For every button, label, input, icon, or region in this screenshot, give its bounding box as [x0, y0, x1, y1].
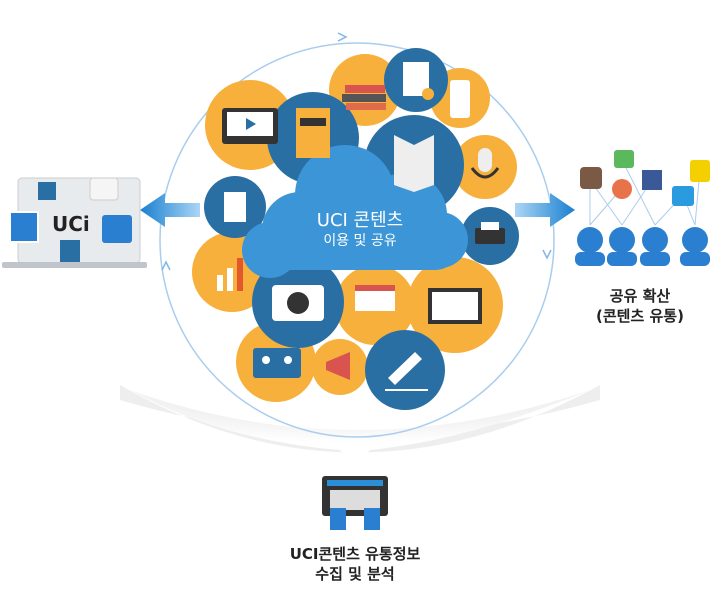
bottom-label: UCI콘텐츠 유통정보 수집 및 분석	[255, 544, 455, 584]
books-icon	[345, 85, 385, 93]
kakaotalk-icon	[690, 160, 710, 182]
arrow-right	[515, 193, 575, 227]
facebook-icon	[642, 170, 662, 190]
arrow-left	[140, 193, 200, 227]
ring-arrow-right	[542, 249, 552, 260]
microphone-icon	[478, 148, 492, 172]
usb-icon	[450, 80, 470, 118]
cloud-shape	[242, 145, 468, 278]
center-title: UCI 콘텐츠	[316, 210, 404, 231]
megaphone-icon	[326, 352, 350, 380]
laptop-left	[2, 177, 147, 268]
chart-icon	[217, 258, 243, 291]
kakaostory-icon	[612, 179, 632, 199]
cassette-icon	[253, 348, 301, 378]
pen-icon	[388, 352, 422, 385]
open-book-icon	[394, 135, 434, 192]
right-label: 공유 확산 (콘텐츠 유통)	[570, 286, 710, 326]
right-label-line2: (콘텐츠 유통)	[596, 307, 684, 325]
laptop-logo: UCi	[52, 212, 90, 236]
right-label-line1: 공유 확산	[609, 287, 671, 305]
shadow-base	[120, 385, 600, 453]
laptop-bottom	[322, 476, 388, 530]
center-subtitle: 이용 및 공유	[323, 233, 397, 249]
bottom-label-line1: UCI콘텐츠 유통정보	[289, 545, 421, 563]
bottom-label-line2: 수집 및 분석	[315, 565, 395, 583]
instagram-icon	[580, 167, 602, 189]
ring-arrow-left	[161, 260, 171, 271]
people-icons	[575, 227, 710, 266]
document-left-icon	[224, 192, 246, 222]
ebook-icon	[296, 108, 330, 158]
cycle-ring	[159, 42, 555, 438]
ring-arrow-top	[337, 32, 348, 42]
printer-icon	[475, 228, 505, 244]
twitter-icon	[672, 186, 694, 206]
blog-icon	[614, 150, 634, 168]
